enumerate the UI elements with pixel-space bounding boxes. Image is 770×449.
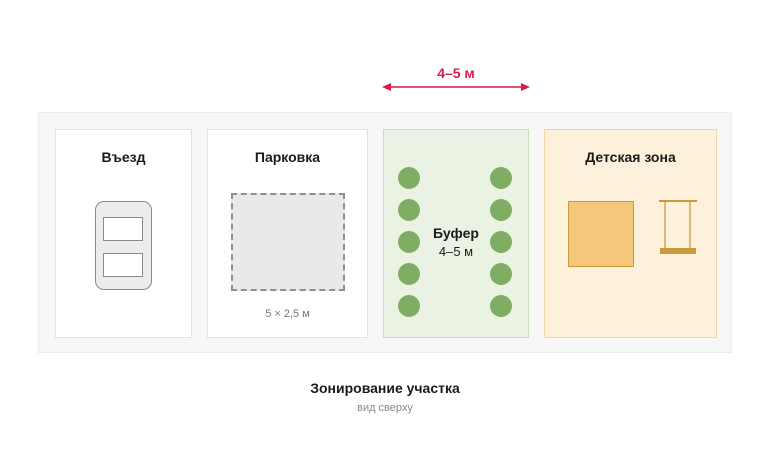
site-plan: Въезд Парковка 5 × 2,5 м Буфер 4–5 м Дет… [38, 112, 732, 353]
zone-entry: Въезд [55, 129, 192, 338]
zone-title: Буфер [433, 225, 479, 241]
tree-icon [398, 295, 420, 317]
zone-title: Детская зона [585, 149, 676, 165]
zone-buffer: Буфер 4–5 м [383, 129, 529, 338]
tree-icon [490, 263, 512, 285]
buffer-width-label: 4–5 м [438, 244, 474, 259]
tree-icon [398, 231, 420, 253]
zone-title: Парковка [254, 149, 321, 165]
tree-icon [490, 231, 512, 253]
sandbox-icon [568, 201, 634, 267]
zone-parking: Парковка 5 × 2,5 м [207, 129, 368, 338]
buffer-width-dimension: 4–5 м [382, 60, 530, 96]
tree-icon [398, 167, 420, 189]
car-icon [95, 201, 152, 290]
car-windshield [103, 217, 143, 241]
zone-kids: Детская зона [544, 129, 717, 338]
zone-title: Въезд [101, 149, 146, 165]
double-arrow-icon [382, 83, 530, 91]
parking-size-label: 5 × 2,5 м [265, 308, 310, 320]
diagram-subcaption: вид сверху [357, 402, 413, 414]
swing-icon [659, 200, 697, 254]
car-rear-window [103, 253, 143, 277]
tree-icon [398, 263, 420, 285]
tree-icon [490, 199, 512, 221]
tree-icon [490, 167, 512, 189]
parking-spot [231, 193, 345, 291]
tree-icon [398, 199, 420, 221]
dimension-label: 4–5 м [437, 65, 475, 81]
tree-icon [490, 295, 512, 317]
diagram-caption: Зонирование участка [310, 380, 460, 396]
buffer-label: Буфер 4–5 м [384, 225, 528, 259]
